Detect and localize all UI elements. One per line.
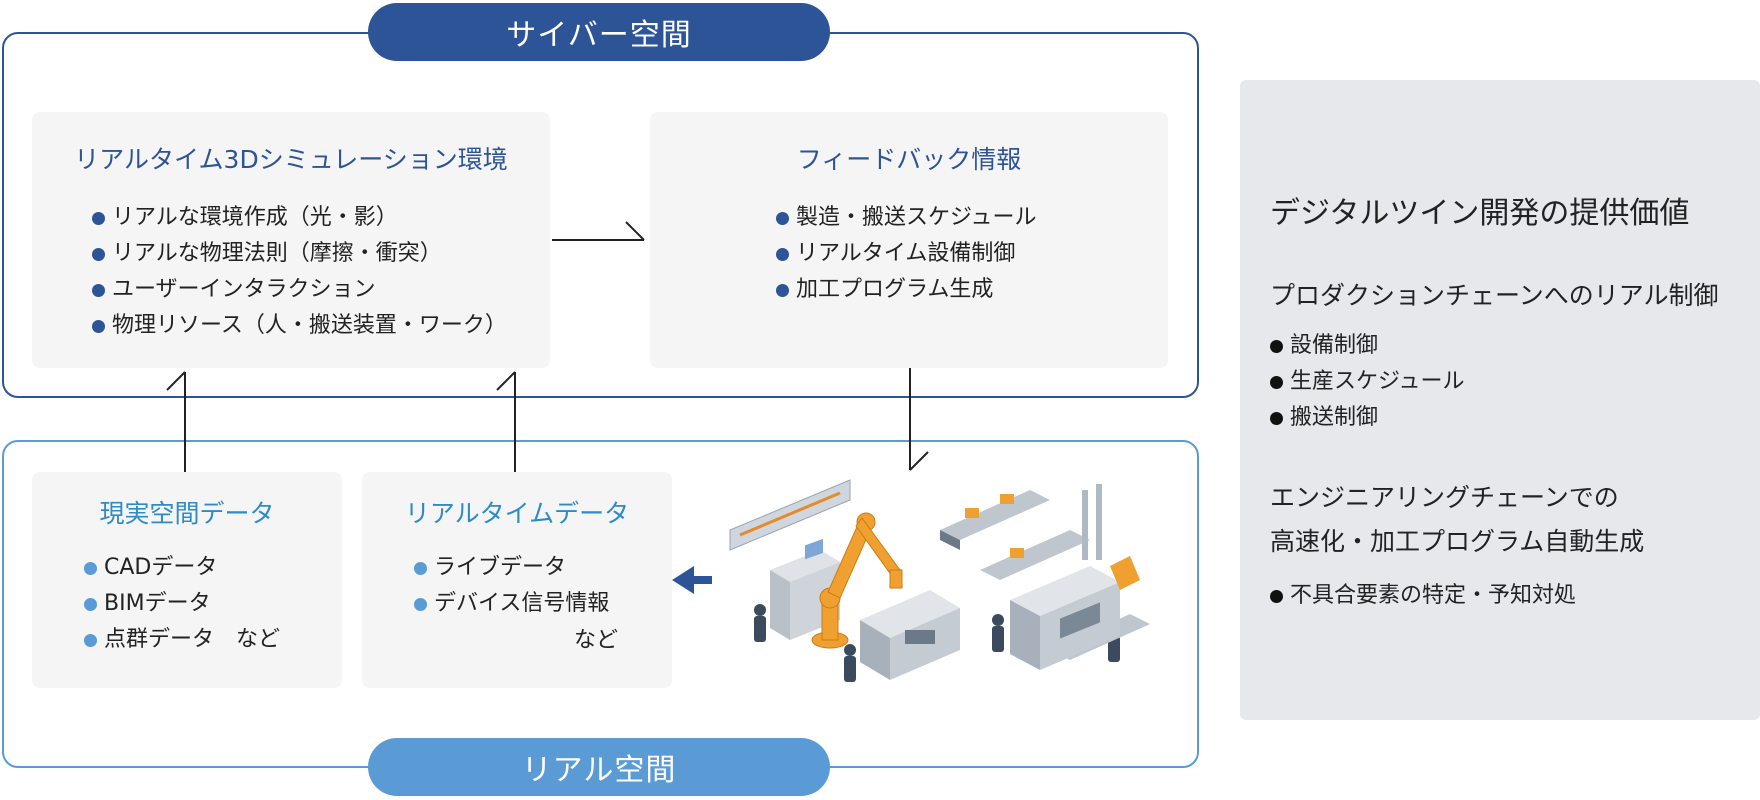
feedback-info-box: フィードバック情報 製造・搬送スケジュール リアルタイム設備制御 加工プログラム…: [650, 112, 1168, 368]
real-space-label: リアル空間: [368, 738, 830, 796]
simulation-title: リアルタイム3Dシミュレーション環境: [74, 145, 508, 174]
list-item: 設備制御: [1270, 328, 1464, 364]
realtime-data-box: リアルタイムデータ ライブデータ デバイス信号情報 など: [362, 472, 672, 688]
real-space-data-title: 現実空間データ: [99, 499, 275, 528]
factory-illustration: [729, 479, 1150, 682]
list-item: ユーザーインタラクション: [92, 272, 507, 308]
realtime-data-title: リアルタイムデータ: [404, 499, 630, 528]
real-space-data-list: CADデータ BIMデータ 点群データ など: [84, 550, 280, 658]
list-item: 物理リソース（人・搬送装置・ワーク）: [92, 308, 507, 344]
list-item: 製造・搬送スケジュール: [776, 200, 1036, 236]
real-space-data-box: 現実空間データ CADデータ BIMデータ 点群データ など: [32, 472, 342, 688]
value-panel: デジタルツイン開発の提供価値 プロダクションチェーンへのリアル制御 設備制御 生…: [1240, 80, 1760, 720]
arrow-realdata-to-sim: [166, 371, 186, 472]
simulation-environment-box: リアルタイム3Dシミュレーション環境 リアルな環境作成（光・影） リアルな物理法…: [32, 112, 550, 368]
list-item: 不具合要素の特定・予知対処: [1270, 578, 1576, 614]
engineering-chain-title-line2: 高速化・加工プログラム自動生成: [1270, 527, 1645, 556]
robot-arm-icon: [811, 512, 903, 649]
machine-center-icon: [860, 590, 960, 680]
list-item: 搬送制御: [1270, 400, 1464, 436]
engineering-chain-title-line1: エンジニアリングチェーンでの: [1270, 483, 1619, 512]
arrow-factory-to-realtime: [672, 566, 712, 594]
list-item: BIMデータ: [84, 586, 280, 622]
value-heading: デジタルツイン開発の提供価値: [1270, 196, 1690, 231]
list-item: 生産スケジュール: [1270, 364, 1464, 400]
factory-machine-icon: [1010, 484, 1140, 670]
list-item: CADデータ: [84, 550, 280, 586]
list-item: リアルな環境作成（光・影）: [92, 200, 507, 236]
engineering-chain-title: エンジニアリングチェーンでの 高速化・加工プログラム自動生成: [1270, 476, 1740, 564]
realtime-data-list: ライブデータ デバイス信号情報: [414, 550, 609, 622]
engineering-chain-list: 不具合要素の特定・予知対処: [1270, 578, 1576, 614]
production-chain-title: プロダクションチェーンへのリアル制御: [1270, 281, 1719, 310]
list-item: デバイス信号情報: [414, 586, 609, 622]
list-item: リアルな物理法則（摩擦・衝突）: [92, 236, 507, 272]
realtime-data-note: など: [574, 628, 619, 653]
list-item: 点群データ など: [84, 622, 280, 658]
arrow-realtime-to-sim: [496, 371, 516, 472]
display-panel-icon: [729, 479, 851, 551]
feedback-list: 製造・搬送スケジュール リアルタイム設備制御 加工プログラム生成: [776, 200, 1036, 308]
production-chain-list: 設備制御 生産スケジュール 搬送制御: [1270, 328, 1464, 436]
simulation-list: リアルな環境作成（光・影） リアルな物理法則（摩擦・衝突） ユーザーインタラクシ…: [92, 200, 507, 344]
arrow-feedback-to-factory: [909, 368, 929, 471]
list-item: リアルタイム設備制御: [776, 236, 1036, 272]
arrow-sim-to-feedback: [552, 221, 645, 241]
flow-arrows: [166, 221, 929, 594]
list-item: ライブデータ: [414, 550, 609, 586]
feedback-title: フィードバック情報: [796, 145, 1022, 174]
list-item: 加工プログラム生成: [776, 272, 1036, 308]
cyber-space-label: サイバー空間: [368, 3, 830, 61]
